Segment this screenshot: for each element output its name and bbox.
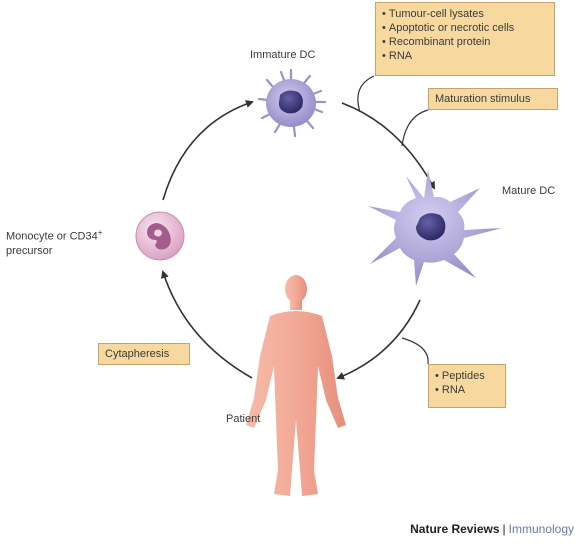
arrow-patient-to-monocyte — [161, 270, 253, 379]
immature-dc-icon — [257, 68, 327, 138]
connector-antigen-sources — [357, 75, 375, 113]
antigen-sources-box: Tumour-cell lysates Apoptotic or necroti… — [375, 2, 555, 76]
peptides-rna-item: Peptides — [435, 369, 499, 383]
monocyte-label-line2: precursor — [6, 244, 53, 257]
antigen-source-item: RNA — [382, 49, 548, 63]
maturation-stimulus-box: Maturation stimulus — [428, 88, 558, 110]
connector-maturation — [401, 109, 429, 147]
arrow-mature-to-patient — [336, 299, 421, 380]
journal-credit: Nature Reviews|Immunology — [410, 522, 574, 536]
monocyte-icon — [135, 211, 185, 261]
cytapheresis-label: Cytapheresis — [105, 348, 170, 360]
patient-label: Patient — [226, 413, 261, 425]
journal-subject: Immunology — [508, 522, 574, 536]
peptides-rna-box: Peptides RNA — [428, 364, 506, 408]
arrow-immature-to-mature — [341, 102, 435, 190]
antigen-source-item: Tumour-cell lysates — [382, 7, 548, 21]
arrow-monocyte-to-immature — [162, 100, 254, 201]
cytapheresis-box: Cytapheresis — [98, 343, 190, 365]
connector-peptides — [401, 337, 429, 365]
journal-name: Nature Reviews — [410, 522, 500, 536]
antigen-source-item: Recombinant protein — [382, 35, 548, 49]
mature-dc-icon — [368, 170, 502, 286]
monocyte-label-superscript: + — [97, 228, 103, 237]
maturation-stimulus-label: Maturation stimulus — [435, 93, 531, 105]
monocyte-label-line1: Monocyte or CD34 — [6, 230, 98, 243]
patient-figure-icon — [246, 275, 346, 496]
peptides-rna-item: RNA — [435, 383, 499, 397]
antigen-sources-list: Tumour-cell lysates Apoptotic or necroti… — [382, 7, 548, 63]
monocyte-label: Monocyte or CD34+ precursor — [6, 226, 102, 258]
immature-dc-label: Immature DC — [250, 49, 316, 61]
peptides-rna-list: Peptides RNA — [435, 369, 499, 397]
antigen-source-item: Apoptotic or necrotic cells — [382, 21, 548, 35]
mature-dc-label: Mature DC — [502, 185, 556, 197]
credit-separator: | — [502, 522, 506, 536]
